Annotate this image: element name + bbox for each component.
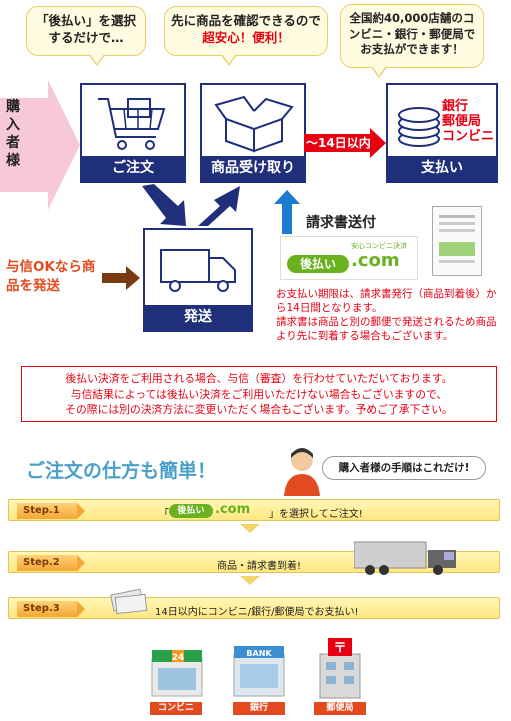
step-2-tag: Step.2 [17, 555, 85, 571]
order-to-ship-arrow [142, 184, 186, 226]
step-3-tag: Step.3 [17, 601, 85, 617]
step-1-logo: 後払い .com [169, 502, 267, 519]
step-1-tag: Step.1 [17, 503, 85, 519]
coins-icon [398, 107, 440, 147]
ship-to-receive-arrow [198, 186, 240, 226]
bubble-confirm-first: 先に商品を確認できるので 超安心！便利！ [164, 6, 328, 66]
within-14-days-label: ～14日以内 [306, 136, 371, 150]
open-box-icon [214, 95, 294, 153]
banknotes-icon [110, 588, 148, 614]
invoice-document-image [432, 206, 482, 276]
post-office-icon: 〒 [319, 638, 361, 699]
step-3-bar: Step.3 14日以内にコンビニ/銀行/郵便局でお支払い! [8, 597, 500, 619]
step-1-text: 」を選択してご注文! [269, 509, 363, 520]
convenience-store-icon: 24 [151, 650, 203, 697]
buyer-label: 購入者様 [6, 99, 20, 169]
truck-icon [160, 249, 236, 292]
bubble-payment-locations: 全国約40,000店舗のコンビニ・銀行・郵便局でお支払ができます！ [340, 4, 484, 78]
step-1-text-pre: 「 [159, 509, 169, 520]
building-label-bank: 銀行 [233, 702, 285, 715]
delivery-truck-icon [354, 541, 456, 575]
step-2-down-arrow [240, 576, 260, 585]
bubble-select-atobarai: 「後払い」を選択するだけで… [26, 6, 146, 66]
howto-title: ご注文の仕方も簡単！ [26, 460, 217, 482]
svg-text:24: 24 [172, 653, 185, 663]
invoice-up-arrow [274, 190, 300, 234]
svg-text:BANK: BANK [246, 649, 272, 658]
credit-ok-text: 与信OKなら商品を発送 [6, 259, 96, 294]
pay-places: 銀行 郵便局 コンビニ [442, 99, 495, 144]
buyer-steps-bubble: 購入者様の手順はこれだけ! [322, 456, 486, 480]
credit-check-notice: 後払い決済をご利用される場合、与信（審査）を行わせていただいております。 与信結… [21, 366, 497, 422]
atobarai-logo: 後払い .com 安心コンビニ決済 [280, 236, 418, 280]
step-box-pay-label: 支払い [388, 156, 496, 181]
shopping-cart-icon [98, 98, 166, 150]
buyer-person-icon [284, 448, 320, 496]
invoice-sent-label: 請求書送付 [306, 215, 376, 231]
bank-icon: BANK [233, 646, 285, 697]
invoice-note: お支払い期限は、請求書発行（商品到着後）から14日間となります。 請求書は商品と… [276, 288, 497, 342]
step-box-receive: 商品受け取り [200, 83, 306, 183]
step-3-text: 14日以内にコンビニ/銀行/郵便局でお支払い! [155, 607, 359, 618]
within-14-days-arrow [304, 128, 386, 158]
building-label-konbini: コンビニ [150, 702, 202, 715]
buyer-arrow [0, 80, 80, 210]
svg-text:〒: 〒 [333, 641, 346, 656]
step-box-order: ご注文 [80, 83, 186, 183]
step-box-ship-label: 発送 [145, 305, 251, 330]
step-box-receive-label: 商品受け取り [202, 156, 304, 181]
step-box-ship: 発送 [143, 228, 253, 332]
step-box-order-label: ご注文 [82, 156, 184, 181]
credit-arrow [102, 266, 140, 290]
step-2-text: 商品・請求書到着! [217, 561, 302, 572]
step-box-pay: 銀行 郵便局 コンビニ 支払い [386, 83, 498, 183]
step-1-down-arrow [240, 524, 260, 533]
step-1-bar: Step.1 「 後払い .com 」を選択してご注文! [8, 499, 500, 521]
building-label-post-office: 郵便局 [314, 702, 366, 715]
